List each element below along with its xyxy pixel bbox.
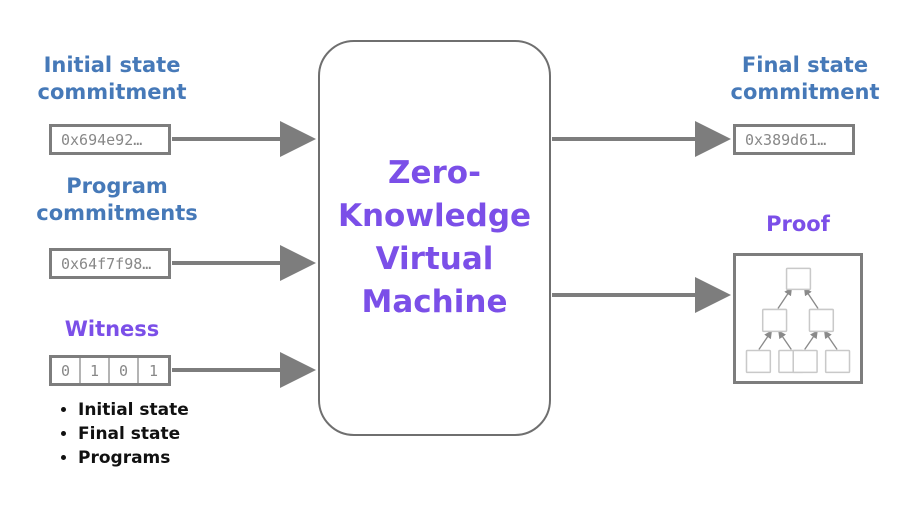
proof-label: Proof xyxy=(766,212,830,236)
zkvm-box: Zero- Knowledge Virtual Machine xyxy=(318,40,551,436)
witness-cell: 0 xyxy=(52,358,82,383)
witness-cell: 1 xyxy=(81,358,111,383)
zkvm-label: Zero- Knowledge Virtual Machine xyxy=(337,155,532,320)
list-item: Initial state xyxy=(78,398,189,422)
final-state-value-box: 0x389d61… xyxy=(733,124,855,155)
program-commitments-label: Program commitments xyxy=(36,174,198,225)
witness-notes-list: Initial state Final state Programs xyxy=(52,398,189,470)
witness-array: 0 1 0 1 xyxy=(49,355,171,386)
program-commitments-value-box: 0x64f7f98… xyxy=(49,248,171,279)
merkle-tree-icon xyxy=(745,267,851,374)
witness-label: Witness xyxy=(64,317,160,341)
witness-cell: 0 xyxy=(110,358,140,383)
list-item: Programs xyxy=(78,446,189,470)
proof-box xyxy=(733,253,863,384)
final-state-label: Final state commitment xyxy=(730,53,880,104)
initial-state-value-box: 0x694e92… xyxy=(49,124,171,155)
witness-cell: 1 xyxy=(149,361,159,380)
initial-state-label: Initial state commitment xyxy=(37,53,187,104)
list-item: Final state xyxy=(78,422,189,446)
